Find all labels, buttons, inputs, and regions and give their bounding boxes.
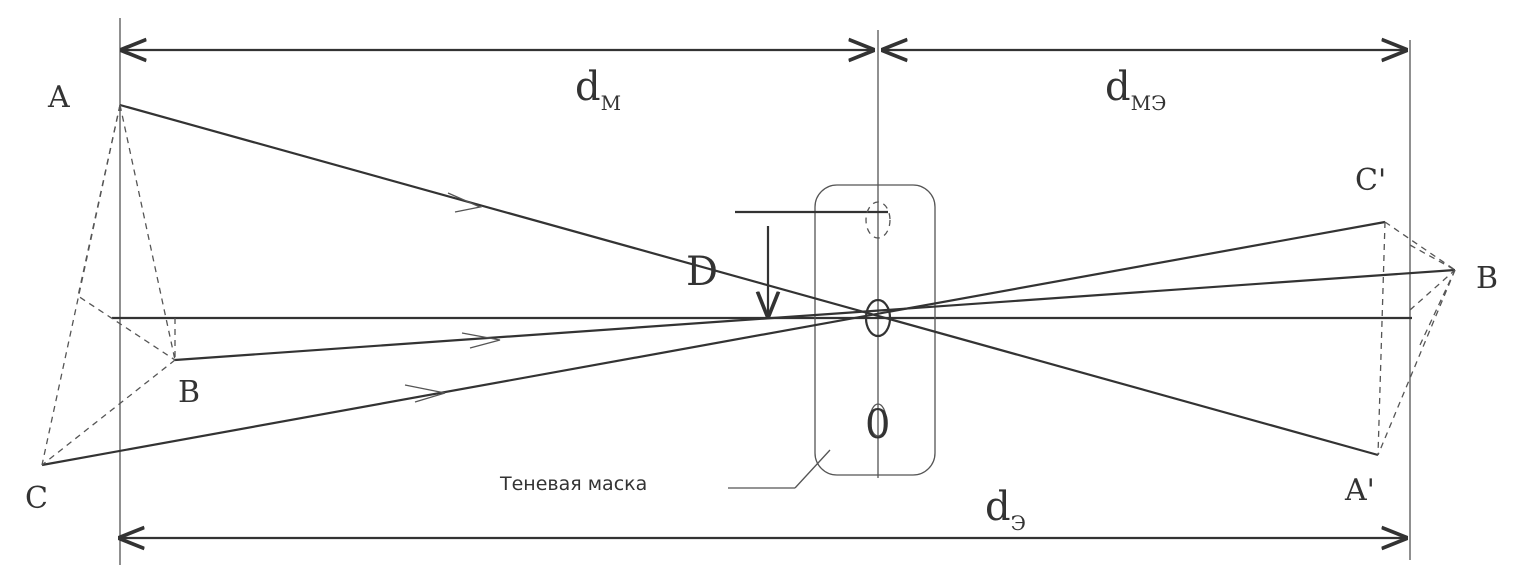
- right-fan-3: [1419, 269, 1456, 346]
- label-dme: dMЭ: [1105, 64, 1166, 115]
- beam-c-arrow: [404, 384, 446, 403]
- left-triangle-ac: [41, 104, 121, 466]
- label-a-prime: A': [1344, 473, 1375, 508]
- label-b: B: [178, 375, 200, 410]
- right-fan-1: [1409, 244, 1456, 271]
- beam-b-arrow: [461, 332, 501, 349]
- right-triangle-cb: [1384, 221, 1456, 271]
- label-b-prime: B: [1476, 261, 1498, 296]
- right-fan-2: [1409, 269, 1456, 311]
- label-d: D: [686, 249, 718, 295]
- left-triangle-ab: [77, 104, 176, 361]
- beam-a: [119, 103, 1379, 457]
- label-c-prime: C': [1355, 163, 1386, 198]
- label-c: C: [25, 481, 48, 516]
- mask-leader-tick: [794, 449, 831, 489]
- shadow-mask: [814, 184, 936, 476]
- left-triangle-ab-direct: [119, 104, 176, 361]
- right-triangle-ba: [1377, 269, 1456, 456]
- beam-c: [41, 220, 1386, 467]
- label-dm: dM: [575, 64, 621, 115]
- beam-b: [174, 268, 1456, 362]
- label-o: 0: [865, 402, 890, 448]
- mask-hole-center: [864, 298, 892, 338]
- mask-hole-top: [865, 201, 891, 239]
- shadow-mask-label: Теневая маска: [499, 473, 647, 495]
- label-a: A: [47, 80, 70, 115]
- label-de: dЭ: [985, 484, 1026, 535]
- beam-a-arrow: [447, 192, 483, 213]
- right-triangle-ca: [1377, 221, 1386, 456]
- mask-hole-bottom: [869, 403, 887, 437]
